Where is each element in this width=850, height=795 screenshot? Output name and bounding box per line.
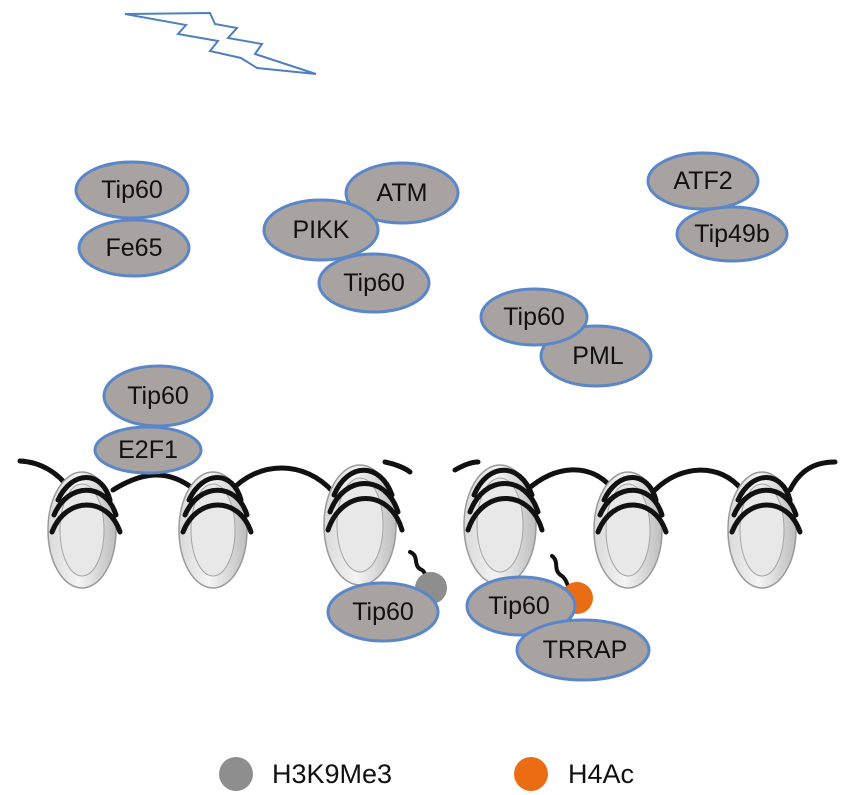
legend-h4ac-label: H4Ac	[568, 759, 634, 789]
protein-tip60-e	[326, 581, 440, 643]
nucleosome-1	[47, 471, 123, 589]
nucleosome-6	[727, 471, 803, 589]
protein-atf2-label: ATF2	[673, 167, 732, 195]
protein-tip60-trrap-complex: Tip60 TRRAP	[465, 575, 651, 682]
protein-trrap-label: TRRAP	[543, 636, 628, 664]
protein-tip49b-label: Tip49b	[694, 220, 770, 248]
protein-tip60-c	[479, 287, 589, 347]
dna-strand-left	[17, 458, 413, 495]
protein-tip60-a-label: Tip60	[101, 176, 163, 204]
nucleosome-3	[323, 464, 405, 586]
legend: H3K9Me3 H4Ac	[219, 757, 634, 791]
protein-tip60-e2f1-complex: Tip60 E2F1	[93, 364, 214, 475]
protein-fe65-label: Fe65	[106, 234, 163, 262]
protein-pml-label: PML	[572, 342, 624, 370]
protein-tip60-pml-complex: PML Tip60	[479, 287, 653, 388]
protein-tip60-fe65-complex: Fe65 Tip60	[74, 160, 191, 278]
protein-tip49b	[675, 205, 789, 263]
legend-h3k9me3-swatch	[219, 757, 253, 791]
protein-tip60-b	[317, 252, 431, 314]
protein-tip60-e-label: Tip60	[352, 598, 414, 626]
protein-tip60-f	[465, 575, 577, 637]
protein-atm-label: ATM	[377, 179, 428, 207]
protein-fe65	[77, 218, 191, 278]
protein-tip60-c-label: Tip60	[503, 303, 565, 331]
protein-atm-pikk-tip60-complex: ATM Tip60 PIKK	[262, 161, 460, 314]
protein-pikk-label: PIKK	[293, 216, 350, 244]
protein-trrap	[515, 618, 651, 682]
protein-tip60-f-label: Tip60	[488, 592, 550, 620]
nucleosome-5	[593, 471, 669, 589]
nucleosome-4	[463, 464, 545, 586]
protein-atm	[344, 161, 460, 225]
nucleosome-2	[178, 471, 254, 589]
protein-atf2-tip49b-complex: Tip49b ATF2	[646, 151, 789, 263]
protein-e2f1-label: E2F1	[118, 436, 178, 464]
protein-pml	[539, 324, 653, 388]
protein-tip60-d-label: Tip60	[127, 382, 189, 410]
protein-atf2	[646, 151, 760, 211]
protein-tip60-b-label: Tip60	[343, 269, 405, 297]
dna-strand-right	[452, 459, 838, 493]
legend-h4ac-swatch	[514, 757, 548, 791]
legend-h3k9me3-label: H3K9Me3	[272, 759, 392, 789]
protein-pikk	[262, 198, 380, 262]
protein-e2f1	[93, 425, 203, 475]
protein-tip60-a	[74, 160, 190, 220]
lightning-bolt-icon	[124, 11, 317, 75]
